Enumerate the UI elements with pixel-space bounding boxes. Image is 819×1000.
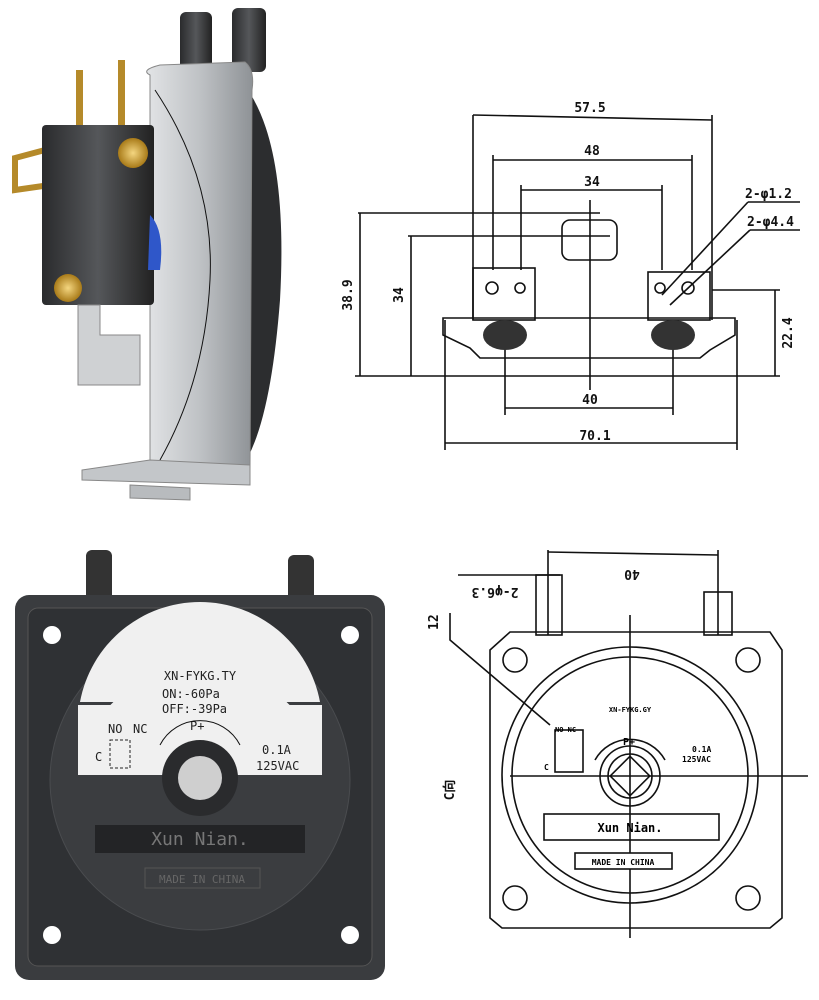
front-drawing: 40 2-φ6.3 12 C向 XN-FYKG.GY NO NC C P+ 0.… xyxy=(420,540,810,940)
front-photo: XN-FYKG.TY ON:-60Pa OFF:-39Pa NO NC C P+… xyxy=(0,550,400,990)
port-left xyxy=(180,12,212,72)
holes-label: 2-φ6.3 xyxy=(472,584,519,599)
view-label: C向 xyxy=(442,780,458,801)
model-label: XN-FYKG.TY xyxy=(164,669,237,683)
model-label-drawing: XN-FYKG.GY xyxy=(609,706,652,714)
origin-label: MADE IN CHINA xyxy=(159,873,245,886)
no-nc-label-drawing: NO NC xyxy=(555,726,576,734)
dim-70-1: 70.1 xyxy=(579,429,610,444)
c-label-drawing: C xyxy=(544,763,549,772)
side-drawing: 57.5 48 34 2-φ1.2 2-φ4.4 38.9 34 22.4 40… xyxy=(340,90,810,470)
brand-label: Xun Nian. xyxy=(151,829,249,850)
dim-34-vertical: 34 xyxy=(392,287,407,303)
port-right xyxy=(232,8,266,72)
port-label-drawing: P+ xyxy=(623,737,635,748)
hole-small-label: 2-φ1.2 xyxy=(745,187,792,202)
hole-large-label: 2-φ4.4 xyxy=(747,215,794,230)
nc-label: NC xyxy=(133,722,147,736)
current-label-drawing: 0.1A xyxy=(692,745,711,754)
voltage-label-drawing: 125VAC xyxy=(682,755,711,764)
on-pressure: ON:-60Pa xyxy=(162,687,220,701)
dim-34: 34 xyxy=(584,175,600,190)
origin-label-drawing: MADE IN CHINA xyxy=(592,858,655,867)
dim-40-top: 40 xyxy=(624,566,640,581)
dim-48: 48 xyxy=(584,144,600,159)
dim-38-9: 38.9 xyxy=(341,279,356,310)
no-label: NO xyxy=(108,722,122,736)
port-label: P+ xyxy=(190,719,204,733)
dim-57-5: 57.5 xyxy=(574,101,605,116)
off-pressure: OFF:-39Pa xyxy=(162,702,227,716)
c-label: C xyxy=(95,750,102,764)
current-label: 0.1A xyxy=(262,743,292,757)
brand-label-drawing: Xun Nian. xyxy=(597,821,662,835)
dim-22-4: 22.4 xyxy=(781,317,796,348)
side-photo xyxy=(0,0,330,510)
voltage-label: 125VAC xyxy=(256,759,299,773)
micro-switch xyxy=(42,125,154,305)
leader-12: 12 xyxy=(427,614,442,630)
dim-40: 40 xyxy=(582,393,598,408)
